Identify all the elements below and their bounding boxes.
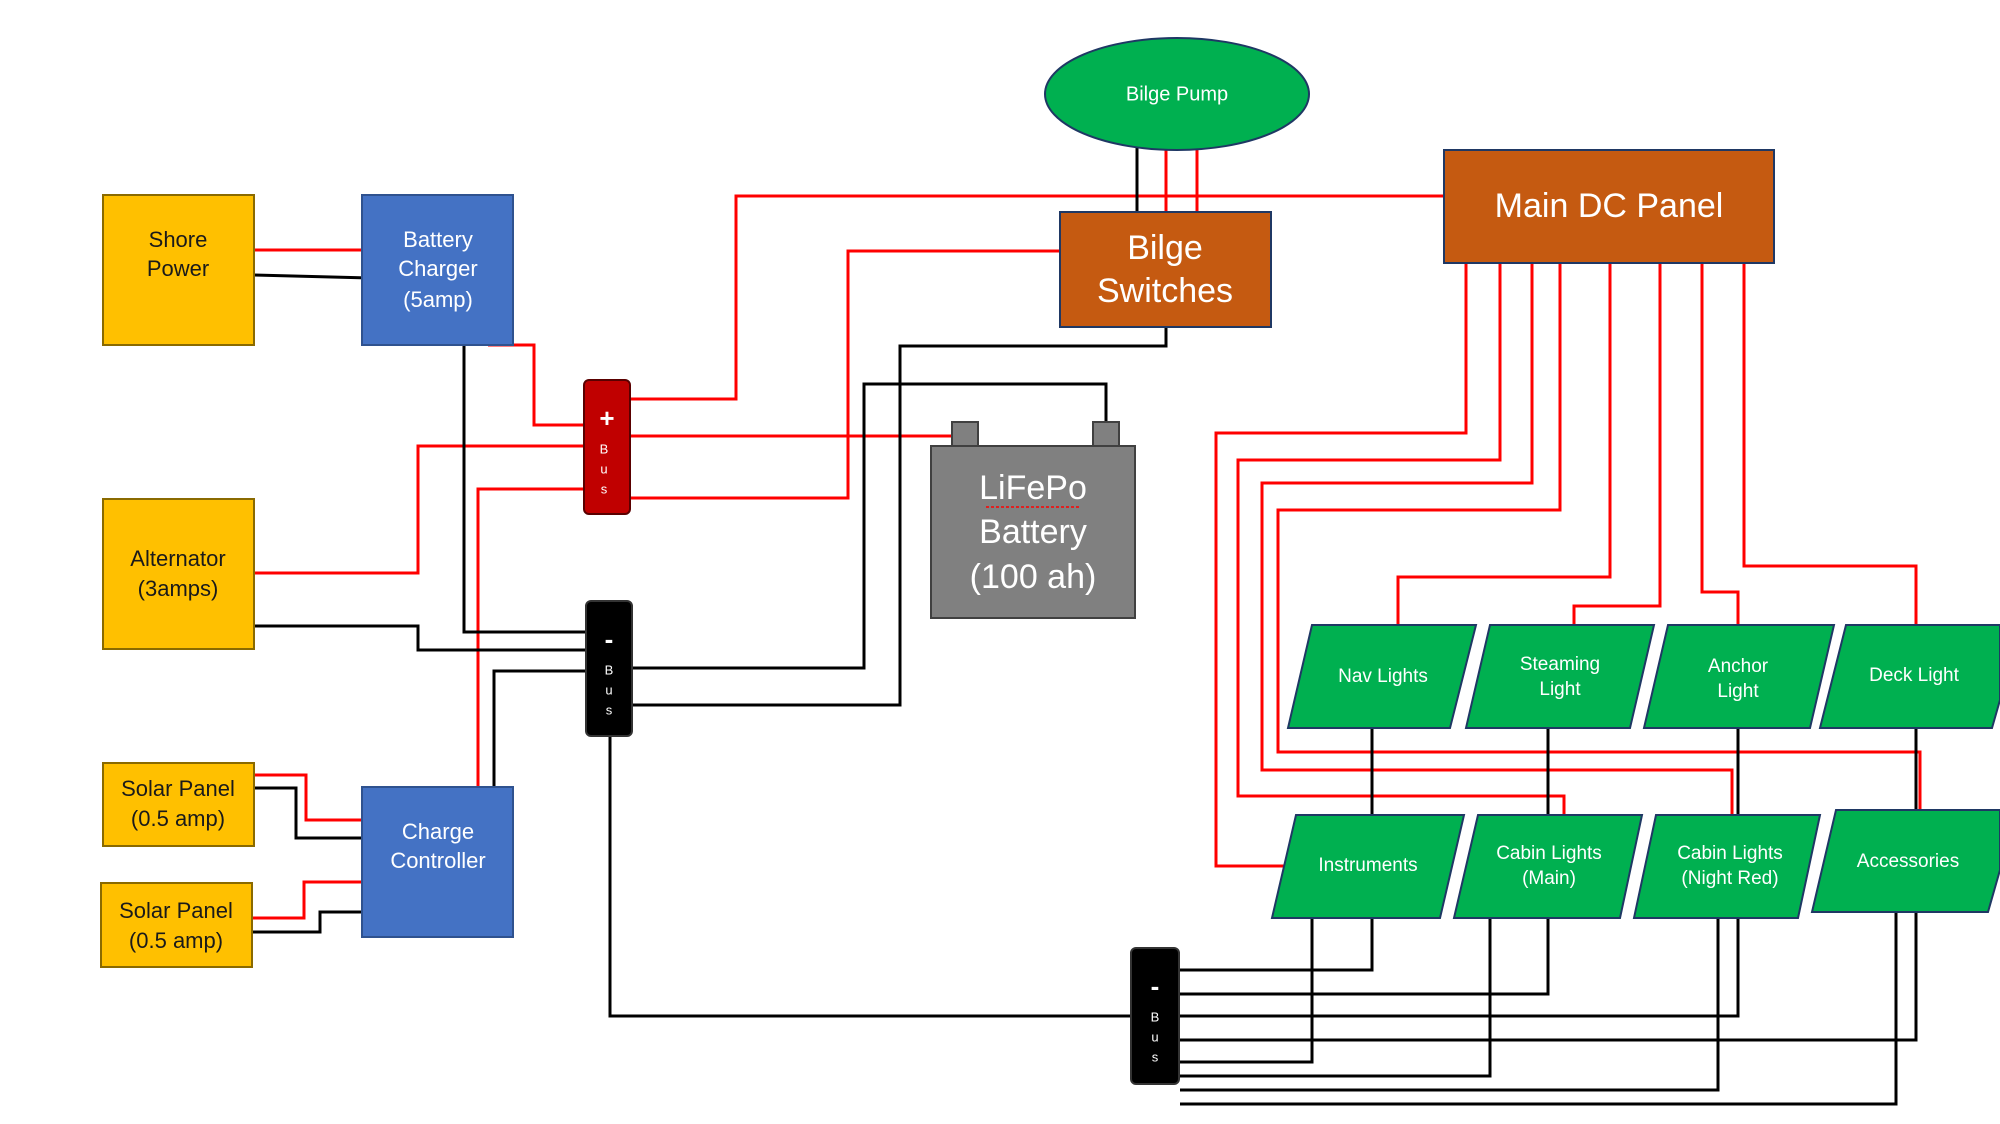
load-accessories: Accessories bbox=[1810, 809, 2000, 913]
solar-panel-2-label-2: (0.5 amp) bbox=[129, 928, 223, 953]
negative-bus-letter-3: s bbox=[606, 702, 613, 717]
wire-instruments-negative bbox=[1180, 918, 1314, 1064]
wire-anchor-positive bbox=[1700, 263, 1740, 625]
positive-bus-letter-3: s bbox=[601, 481, 608, 496]
wire-nav-negative bbox=[1180, 728, 1374, 972]
positive-bus-letter-1: B bbox=[600, 441, 609, 456]
wire-accessories-negative bbox=[1180, 912, 1898, 1106]
load-negative-bus-bar: - B u s bbox=[1130, 947, 1180, 1085]
load-anchor-light: Anchor Light bbox=[1642, 624, 1836, 729]
wire-instruments-positive bbox=[1214, 263, 1468, 868]
wire-solar1-positive bbox=[254, 773, 362, 822]
wire-solar2-negative bbox=[252, 910, 362, 934]
battery-label-3: (100 ah) bbox=[970, 558, 1097, 596]
battery-label-2: Battery bbox=[979, 513, 1087, 551]
solar-panel-2-box: Solar Panel (0.5 amp) bbox=[100, 882, 253, 968]
load-instruments: Instruments bbox=[1270, 814, 1466, 919]
wire-battery-negative bbox=[632, 382, 1108, 670]
positive-bus-sign: + bbox=[599, 403, 614, 433]
positive-bus-bar: + B u s bbox=[583, 379, 631, 515]
negative-bus-letter-2: u bbox=[605, 682, 612, 697]
wire-nav-positive bbox=[1396, 263, 1612, 625]
negative-bus-letter-1: B bbox=[605, 662, 614, 677]
solar-panel-2-label-1: Solar Panel bbox=[119, 898, 233, 923]
anchor-light-label-2: Light bbox=[1717, 681, 1759, 702]
charge-controller-label-1: Charge bbox=[402, 819, 474, 844]
charge-controller-label-2: Controller bbox=[390, 848, 485, 873]
deck-light-label: Deck Light bbox=[1869, 665, 1959, 686]
wire-bus-interconnect bbox=[608, 736, 1130, 1018]
load-deck-light: Deck Light bbox=[1818, 624, 2000, 729]
wire-solar1-negative bbox=[254, 786, 362, 840]
wire-shore-negative bbox=[253, 273, 371, 280]
battery-charger-label-2: Charger bbox=[398, 256, 477, 281]
nav-lights-label: Nav Lights bbox=[1338, 666, 1428, 687]
wire-charger-positive bbox=[488, 343, 584, 427]
wire-deck-positive bbox=[1742, 263, 1918, 625]
battery-label-1: LiFePo bbox=[979, 469, 1087, 507]
load-bus-sign: - bbox=[1151, 971, 1160, 1001]
battery-charger-label-1: Battery bbox=[403, 227, 473, 252]
positive-bus-letter-2: u bbox=[600, 461, 607, 476]
solar-panel-1-label-2: (0.5 amp) bbox=[131, 806, 225, 831]
wire-bilge-feed bbox=[630, 249, 1060, 500]
bilge-switches-box: Bilge Switches bbox=[1059, 211, 1272, 328]
shore-power-label-1: Shore bbox=[149, 227, 208, 252]
anchor-light-label-1: Anchor bbox=[1708, 656, 1769, 677]
wire-bilge-negative bbox=[632, 327, 1168, 707]
load-nav-lights: Nav Lights bbox=[1286, 624, 1478, 729]
cabin-red-label-2: (Night Red) bbox=[1681, 868, 1778, 889]
wire-controller-negative bbox=[492, 669, 586, 787]
main-dc-panel: Main DC Panel bbox=[1443, 149, 1775, 264]
wire-accessories-positive bbox=[1276, 263, 1922, 810]
load-cabin-lights-night-red: Cabin Lights (Night Red) bbox=[1632, 814, 1822, 919]
steaming-light-label-2: Light bbox=[1539, 679, 1581, 700]
alternator-label-1: Alternator bbox=[130, 546, 225, 571]
shore-power-box: Shore Power bbox=[102, 194, 255, 346]
accessories-label: Accessories bbox=[1857, 851, 1959, 872]
load-steaming-light: Steaming Light bbox=[1464, 624, 1656, 729]
shore-power-label-2: Power bbox=[147, 256, 209, 281]
wire-steaming-positive bbox=[1572, 263, 1662, 625]
positive-wires bbox=[252, 150, 1922, 920]
steaming-light-label-1: Steaming bbox=[1520, 654, 1600, 675]
wire-cabin-red-negative bbox=[1180, 918, 1720, 1092]
wire-controller-positive bbox=[476, 487, 584, 790]
bilge-switches-label-1: Bilge bbox=[1127, 229, 1203, 267]
negative-bus-bar: - B u s bbox=[585, 600, 633, 737]
cabin-red-label-1: Cabin Lights bbox=[1677, 843, 1783, 864]
load-bus-letter-2: u bbox=[1151, 1029, 1158, 1044]
alternator-label-2: (3amps) bbox=[138, 576, 219, 601]
load-cabin-lights-main: Cabin Lights (Main) bbox=[1452, 814, 1644, 919]
wire-panel-feed bbox=[630, 194, 1444, 401]
bilge-switches-label-2: Switches bbox=[1097, 272, 1233, 310]
solar-panel-1-box: Solar Panel (0.5 amp) bbox=[102, 762, 255, 847]
wire-cabin-main-negative bbox=[1180, 918, 1492, 1078]
negative-bus-sign: - bbox=[605, 624, 614, 654]
instruments-label: Instruments bbox=[1318, 855, 1417, 876]
cabin-main-label-2: (Main) bbox=[1522, 868, 1576, 889]
cabin-main-label-1: Cabin Lights bbox=[1496, 843, 1602, 864]
wire-solar2-positive bbox=[252, 880, 362, 920]
wire-alternator-positive bbox=[254, 444, 584, 575]
load-bus-letter-1: B bbox=[1151, 1009, 1160, 1024]
solar-panel-1-label-1: Solar Panel bbox=[121, 776, 235, 801]
wire-alternator-negative bbox=[254, 624, 586, 652]
battery-charger-label-3: (5amp) bbox=[403, 287, 473, 312]
charge-controller-box: Charge Controller bbox=[361, 786, 514, 938]
battery-terminal-positive bbox=[951, 421, 979, 447]
lifepo-battery: LiFePo Battery (100 ah) bbox=[930, 421, 1136, 619]
bilge-pump-label: Bilge Pump bbox=[1126, 83, 1228, 105]
bilge-pump: Bilge Pump bbox=[1044, 37, 1310, 151]
main-dc-panel-label: Main DC Panel bbox=[1495, 187, 1724, 225]
wire-cabin-red-positive bbox=[1260, 263, 1734, 815]
battery-terminal-negative bbox=[1092, 421, 1120, 447]
load-bus-letter-3: s bbox=[1152, 1049, 1159, 1064]
battery-charger-box: Battery Charger (5amp) bbox=[361, 194, 514, 346]
wire-cabin-main-positive bbox=[1236, 263, 1566, 815]
wire-charger-negative bbox=[462, 345, 586, 634]
alternator-box: Alternator (3amps) bbox=[102, 498, 255, 650]
